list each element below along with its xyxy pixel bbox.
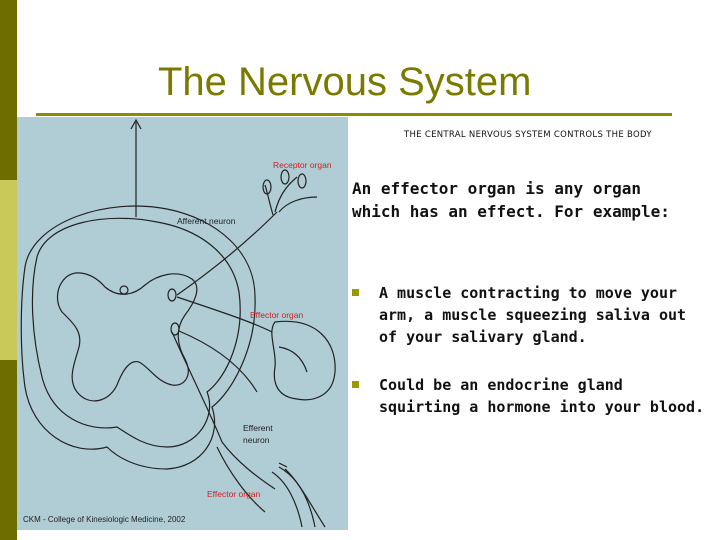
label-effector-organ-muscle: Effector organ	[207, 489, 261, 499]
slide-title: The Nervous System	[158, 60, 532, 104]
list-item: Could be an endocrine gland squirting a …	[352, 374, 712, 418]
spinal-reflex-diagram: Receptor organ Afferent neuron Effector …	[17, 117, 348, 530]
slide-subtitle: THE CENTRAL NERVOUS SYSTEM CONTROLS THE …	[404, 130, 652, 140]
intro-paragraph: An effector organ is any organ which has…	[352, 179, 670, 221]
spinal-cord-outer-membrane	[20, 205, 256, 470]
list-item: A muscle contracting to move your arm, a…	[352, 282, 712, 348]
receptor-ending	[280, 169, 290, 185]
label-effector-organ-gland: Effector organ	[250, 310, 304, 320]
bullet-text: Could be an endocrine gland squirting a …	[379, 376, 705, 416]
label-afferent-neuron: Afferent neuron	[177, 216, 236, 226]
receptor-ending	[297, 173, 307, 189]
bullet-list: A muscle contracting to move your arm, a…	[352, 282, 712, 444]
grey-matter	[56, 272, 198, 402]
label-receptor-organ: Receptor organ	[273, 160, 332, 170]
central-canal	[119, 285, 129, 295]
gland-effector	[271, 320, 336, 401]
title-divider	[36, 113, 672, 116]
arrow-head	[130, 118, 142, 130]
label-efferent-neuron-1: Efferent	[243, 423, 273, 433]
receptor-ending	[262, 179, 272, 195]
figure-credit: CKM - College of Kinesiologic Medicine, …	[23, 515, 186, 524]
slide-sidebar-accent	[0, 0, 17, 540]
square-bullet-icon	[352, 381, 359, 388]
bullet-text: A muscle contracting to move your arm, a…	[379, 284, 687, 346]
square-bullet-icon	[352, 289, 359, 296]
label-efferent-neuron-2: neuron	[243, 435, 270, 445]
muscle-effector	[271, 471, 303, 528]
